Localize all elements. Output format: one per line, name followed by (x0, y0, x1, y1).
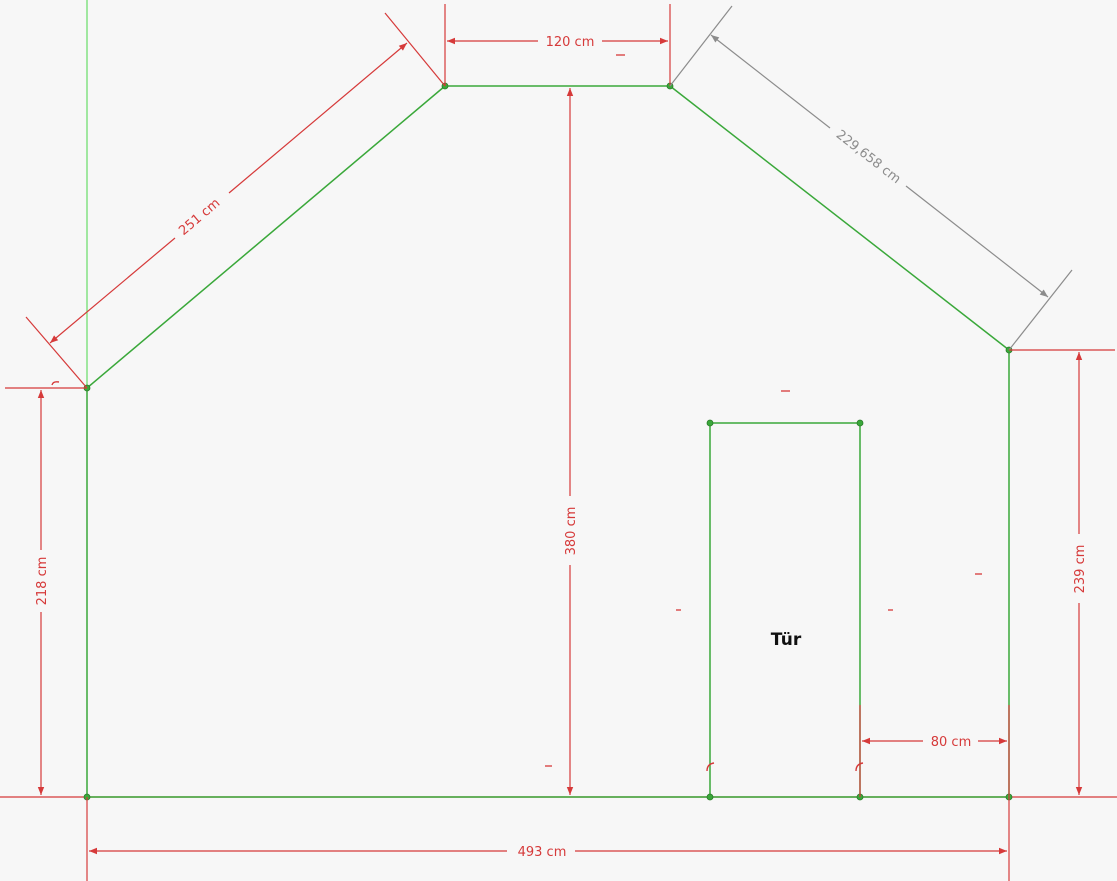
dimension-top-width-label[interactable]: 120 cm (546, 35, 595, 50)
vertex-door-top-right[interactable] (856, 419, 864, 427)
outline-left-slope[interactable] (86, 85, 446, 389)
dimension-left-height[interactable] (5, 387, 87, 795)
dimension-label-backdrop (173, 193, 227, 242)
dimension-right-slope[interactable] (669, 5, 1073, 351)
dimension-label-backdrop (927, 734, 975, 751)
dimension-right-height-label[interactable]: 239 cm (1073, 545, 1088, 594)
dimension-label-backdrop (829, 124, 907, 190)
dimension-top-width[interactable] (444, 4, 671, 86)
door-label: Tür (771, 630, 802, 650)
outline-right-slope[interactable] (669, 85, 1010, 351)
vertex-door-top-left[interactable] (706, 419, 714, 427)
dimension-base-width[interactable] (86, 797, 1010, 881)
dimension-label-backdrop (514, 844, 570, 861)
dimension-door-offset-label[interactable]: 80 cm (931, 735, 972, 750)
dimension-center-height-label[interactable]: 380 cm (564, 507, 579, 556)
vertices[interactable] (83, 82, 1013, 801)
dimension-label-backdrop (563, 503, 580, 559)
dimension-door-offset[interactable] (859, 705, 1010, 797)
house-outline[interactable] (86, 85, 1010, 798)
dimension-label-backdrop (34, 553, 51, 609)
vertex-door-bottom-left[interactable] (706, 793, 714, 801)
dimension-left-slope-label[interactable]: 251 cm (176, 196, 223, 239)
constraint-arc-door-bottom-left (706, 762, 715, 772)
door-outline[interactable] (709, 422, 861, 797)
horizontal-constraint-markers (545, 54, 982, 767)
dimension-left-slope[interactable] (25, 12, 446, 389)
dimension-label-backdrop (542, 34, 598, 51)
dimension-left-height-label[interactable]: 218 cm (35, 557, 50, 606)
dimension-label-backdrop (1072, 541, 1089, 597)
perpendicular-constraint-markers (51, 381, 864, 772)
dimension-right-slope-label[interactable]: 229,658 cm (833, 127, 904, 187)
dimension-right-height[interactable] (1009, 349, 1115, 795)
constraint-arc-left-top (51, 381, 60, 386)
dimension-base-width-label[interactable]: 493 cm (518, 845, 567, 860)
constraint-arc-door-bottom-right (855, 762, 864, 772)
